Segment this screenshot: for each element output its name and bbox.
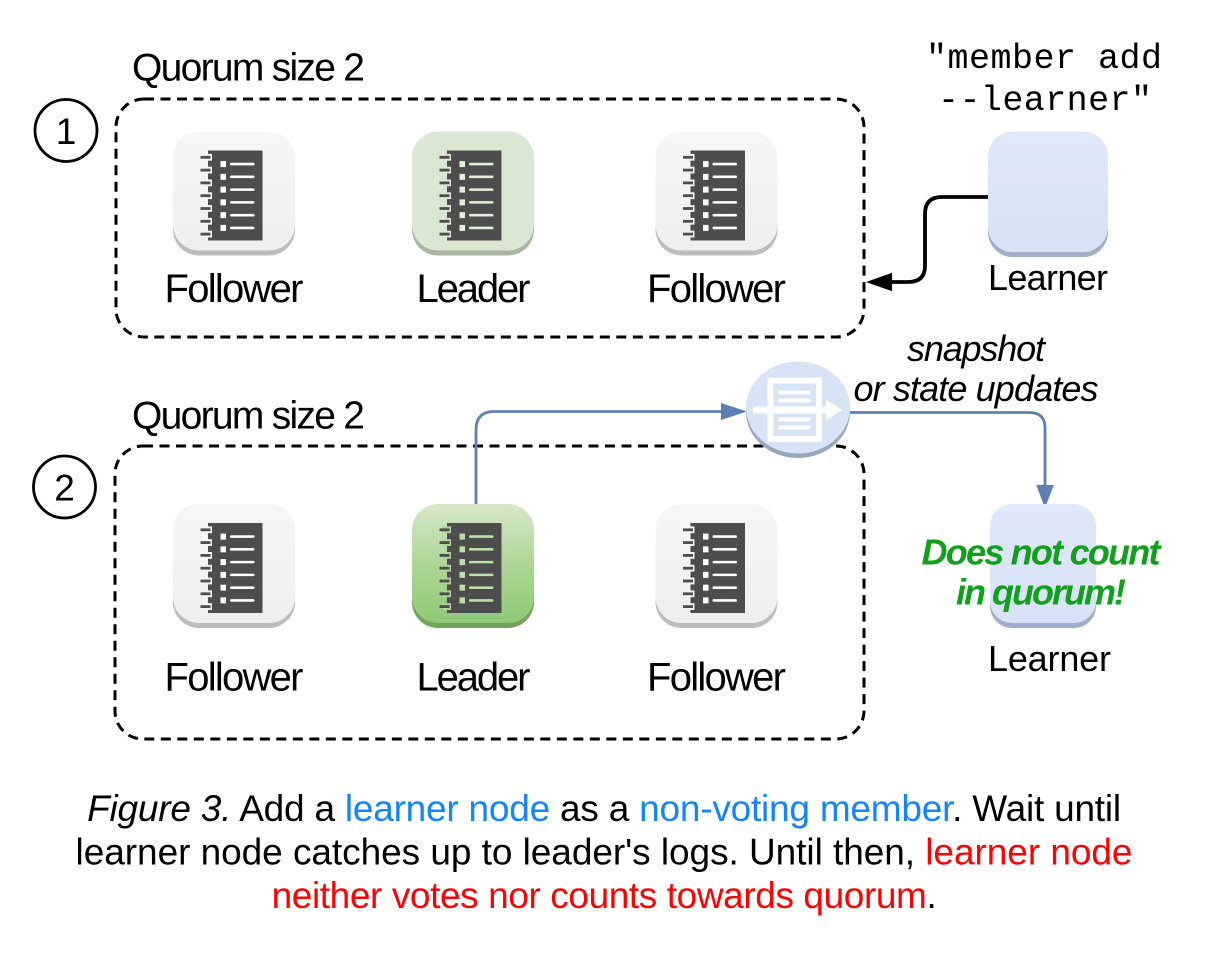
svg-text:or state updates: or state updates [854,368,1099,409]
svg-text:--learner": --learner" [938,81,1152,121]
svg-text:Quorum size 2: Quorum size 2 [132,47,365,90]
svg-text:Leader: Leader [417,267,531,311]
svg-text:1: 1 [56,111,77,152]
svg-text:Does not count: Does not count [922,532,1163,573]
svg-text:Follower: Follower [647,267,786,311]
svg-text:neither votes nor counts towar: neither votes nor counts towards quorum. [272,875,937,916]
svg-text:Learner: Learner [988,257,1108,298]
svg-text:"member add: "member add [926,39,1162,79]
svg-text:Follower: Follower [647,656,786,700]
svg-text:Follower: Follower [165,267,304,311]
svg-text:in quorum!: in quorum! [956,572,1126,613]
svg-text:Learner: Learner [988,638,1111,679]
svg-text:2: 2 [54,468,75,509]
svg-text:learner node catches up to lea: learner node catches up to leader's logs… [76,832,1133,873]
svg-text:Quorum size 2: Quorum size 2 [132,395,365,438]
svg-text:Figure 3. Add a learner node a: Figure 3. Add a learner node as a non-vo… [87,788,1121,829]
svg-text:Follower: Follower [165,656,304,700]
svg-text:snapshot: snapshot [907,328,1047,369]
svg-text:Leader: Leader [417,656,531,700]
